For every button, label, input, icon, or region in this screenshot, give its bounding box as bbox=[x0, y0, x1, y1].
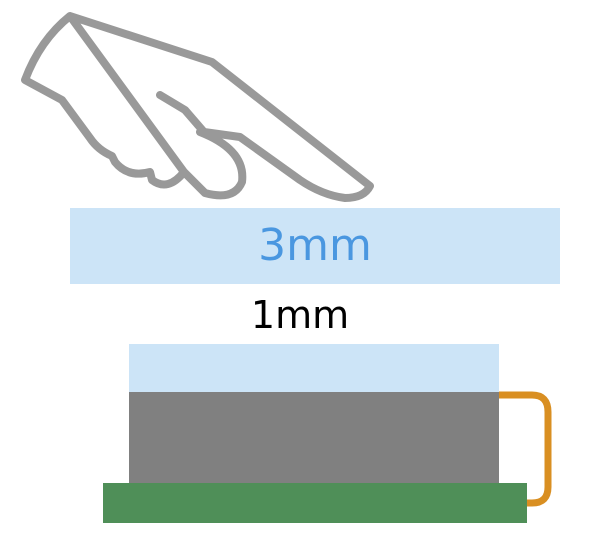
cover-glass-3mm bbox=[70, 208, 560, 284]
sensor-layer bbox=[129, 392, 499, 483]
flex-connector bbox=[499, 391, 552, 507]
gap-thickness-label: 1mm bbox=[250, 293, 350, 337]
hand-icon bbox=[21, 12, 374, 202]
cover-thickness-label: 3mm bbox=[258, 220, 372, 271]
top-layer bbox=[129, 344, 499, 392]
pcb-board bbox=[103, 483, 527, 523]
